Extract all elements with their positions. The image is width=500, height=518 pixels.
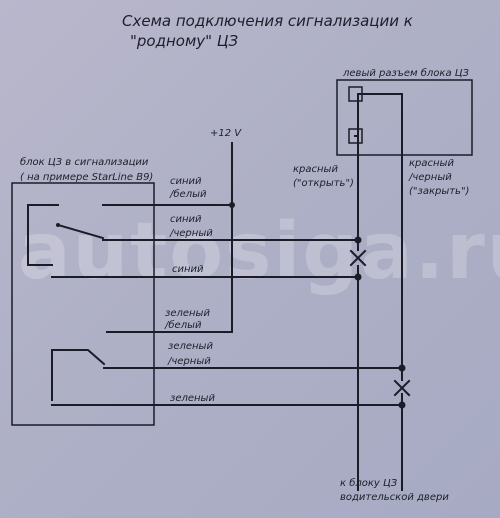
power-label: +12 V [210, 128, 242, 139]
connector-pin-bottom [348, 128, 363, 144]
connector-label: левый разъем блока ЦЗ [342, 67, 470, 79]
red-open-label-2: ("открыть") [293, 178, 354, 189]
wire-label-blue: синий [172, 264, 204, 275]
red-open-label-1: красный [293, 164, 338, 175]
red-close-label-2: /черный [408, 172, 452, 183]
wire-label-green-white-1: зеленый [165, 308, 210, 319]
red-close-label-3: ("закрыть") [409, 186, 469, 197]
wire-label-green-white-2: /белый [164, 319, 202, 331]
junction-dot [398, 401, 406, 409]
junction-dot [398, 364, 406, 372]
wire-label-green-black-2: /черный [167, 356, 211, 367]
junction-dot [354, 273, 362, 281]
diagram-title-line-2: "родному" ЦЗ [130, 32, 238, 50]
connector-block [336, 79, 473, 156]
relay-upper-com [27, 204, 59, 266]
alarm-unit-label-line-2: ( на примере StarLine B9) [20, 172, 153, 183]
alarm-unit-box [11, 182, 155, 426]
junction-dot [354, 236, 362, 244]
wire-label-blue-white-2: /белый [169, 188, 207, 200]
bottom-note-line-1: к блоку ЦЗ [340, 477, 398, 489]
junction-dot [229, 202, 235, 208]
red-cut-mark [349, 249, 367, 267]
bottom-note-line-2: водительской двери [340, 492, 449, 503]
relay-lower-com [51, 349, 106, 401]
red-close-cut-mark [393, 379, 411, 397]
alarm-unit-label-line-1: блок ЦЗ в сигнализации [20, 156, 149, 168]
red-close-wire [361, 93, 403, 491]
red-close-label-1: красный [409, 158, 454, 169]
relay-pivot-dot [56, 223, 60, 227]
wire-label-blue-black-2: /черный [169, 228, 213, 239]
wire-label-blue-white-1: синий [170, 176, 202, 187]
diagram-title-line-1: Схема подключения сигнализации к [122, 12, 413, 30]
watermark: autosiga.ru [18, 207, 500, 297]
wire-label-blue-black-1: синий [170, 214, 202, 225]
wire-label-green-black-1: зеленый [168, 341, 213, 352]
relay-upper-arm [56, 223, 105, 240]
wire-label-green: зеленый [170, 393, 215, 404]
